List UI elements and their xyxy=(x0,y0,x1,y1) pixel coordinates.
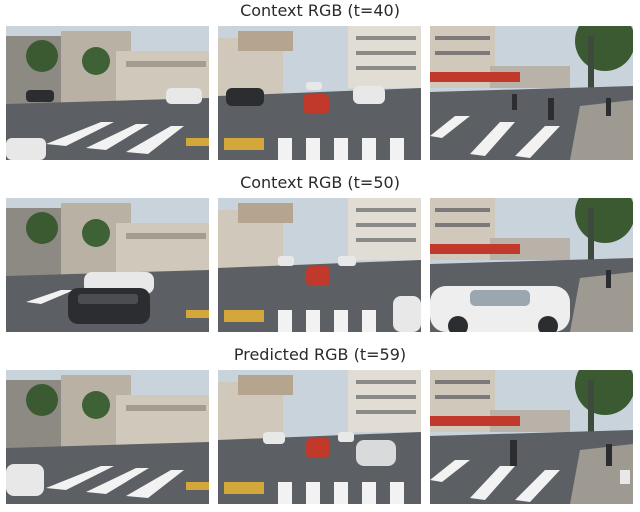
camera-frame-left xyxy=(6,26,209,160)
section-title: Predicted RGB (t=59) xyxy=(233,345,407,364)
street-scene-left xyxy=(6,198,209,332)
section-title: Context RGB (t=50) xyxy=(240,173,400,192)
camera-frame-front xyxy=(218,26,421,160)
camera-frame-left xyxy=(6,370,209,504)
camera-frame-right xyxy=(430,26,633,160)
street-scene-front xyxy=(218,198,421,332)
street-scene-left xyxy=(6,370,209,504)
street-scene-right xyxy=(430,370,633,504)
section-title: Context RGB (t=40) xyxy=(240,1,400,20)
street-scene-right xyxy=(430,198,633,332)
camera-frame-front xyxy=(218,370,421,504)
camera-frame-left xyxy=(6,198,209,332)
street-scene-right xyxy=(430,26,633,160)
camera-frame-right xyxy=(430,198,633,332)
street-scene-left xyxy=(6,26,209,160)
image-row xyxy=(6,26,636,160)
camera-frame-front xyxy=(218,198,421,332)
camera-frame-right xyxy=(430,370,633,504)
image-row xyxy=(6,198,636,332)
image-row xyxy=(6,370,636,504)
street-scene-front xyxy=(218,26,421,160)
street-scene-front xyxy=(218,370,421,504)
